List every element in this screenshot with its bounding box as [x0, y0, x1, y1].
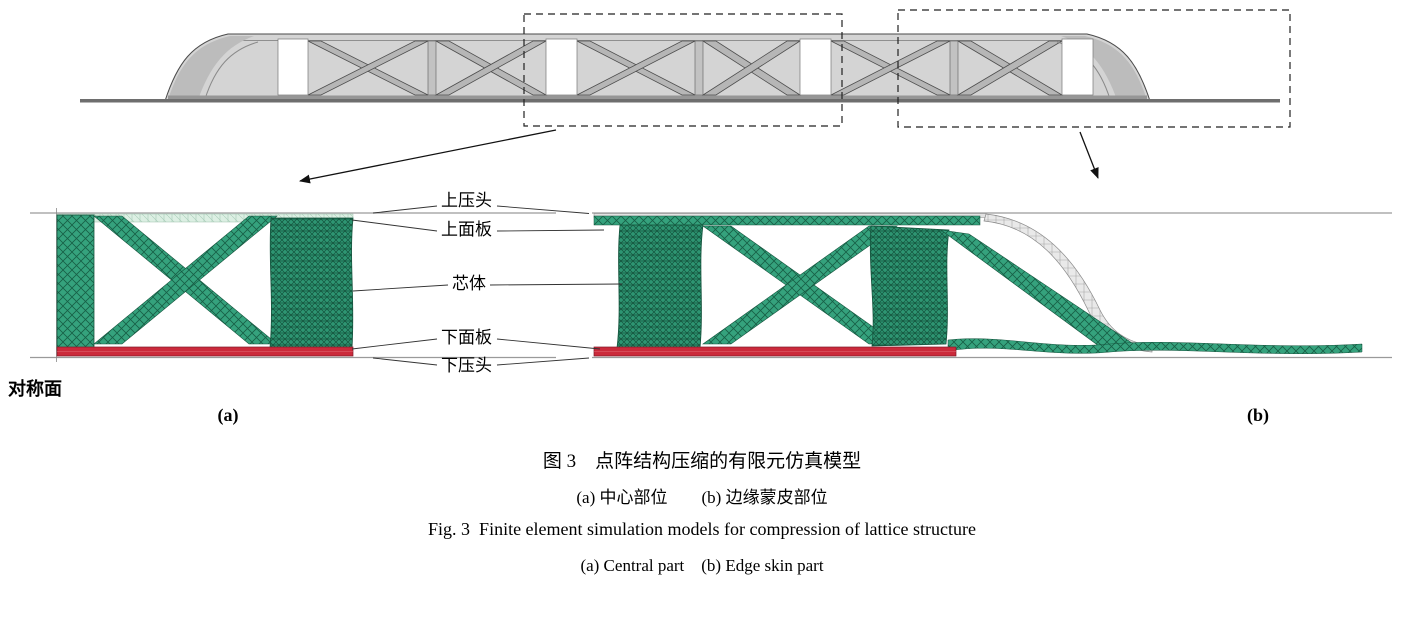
leader-lower-face-sheet-left: [351, 338, 438, 350]
edge-tail-strip-b: [947, 338, 1363, 354]
leader-lower-face-sheet-right: [496, 338, 601, 350]
label-lower-face-sheet: 下面板: [441, 328, 492, 347]
subfigure-a-model: [30, 208, 556, 362]
overview-white-slots: [277, 38, 1094, 96]
label-upper-face-sheet: 上面板: [441, 220, 492, 239]
leader-lower-press-head-left: [372, 357, 438, 366]
label-symmetry-plane: 对称面: [8, 379, 62, 399]
core-left-block-a: [56, 214, 95, 351]
dashed-roi-box-a: [523, 13, 843, 127]
edge-skin-curve-b: [983, 213, 1153, 353]
dashed-roi-box-b: [897, 9, 1291, 128]
core-dense-pillar-b: [616, 224, 704, 349]
label-lower-press-head: 下压头: [441, 356, 492, 375]
roi-arrow-a: [299, 129, 557, 184]
overview-left-skin-curve: [168, 36, 254, 100]
leader-core-left: [352, 284, 449, 292]
leader-upper-press-head-right: [496, 205, 590, 214]
overview-bottom-flange: [80, 99, 1280, 103]
caption-en-sublabels: (a) Central part (b) Edge skin part: [580, 556, 824, 575]
overview-lattice-cells: [307, 40, 1064, 96]
upper-face-sheet-b: [593, 215, 981, 226]
core-x-band-2-b: [702, 225, 898, 345]
overview-right-skin-curve: [1061, 36, 1147, 100]
caption-en-title: Fig. 3 Finite element simulation models …: [428, 519, 976, 539]
leader-lines: [351, 205, 623, 366]
core-pillar-2-b: [869, 225, 950, 347]
core-x-band-2-a: [93, 215, 278, 345]
roi-arrow-b: [1079, 131, 1099, 179]
leader-upper-face-sheet-left: [351, 219, 438, 232]
overview-bottom-face-sheet: [168, 95, 1147, 101]
label-core: 芯体: [452, 274, 486, 293]
caption-zh-title: 图 3 点阵结构压缩的有限元仿真模型: [542, 451, 862, 472]
overview-vertical-webs: [427, 40, 959, 96]
caption-zh-sublabels: (a) 中心部位 (b) 边缘蒙皮部位: [576, 488, 828, 507]
leader-core-right: [489, 283, 623, 286]
subfigure-a-letter: (a): [217, 405, 239, 425]
leader-upper-press-head-left: [372, 205, 438, 214]
leader-upper-face-sheet-right: [496, 229, 605, 232]
subfigure-b-model: [592, 212, 1392, 359]
subfigure-b-letter: (b): [1247, 405, 1269, 425]
leader-lower-press-head-right: [496, 357, 590, 366]
core-pillar-a: [269, 217, 354, 349]
core-diagonal-band-b: [940, 229, 1136, 350]
overview-left-skin-shade-line: [204, 41, 259, 100]
overview-body: [164, 33, 1151, 102]
label-upper-press-head: 上压头: [441, 191, 492, 210]
overview-structure: [80, 33, 1280, 103]
